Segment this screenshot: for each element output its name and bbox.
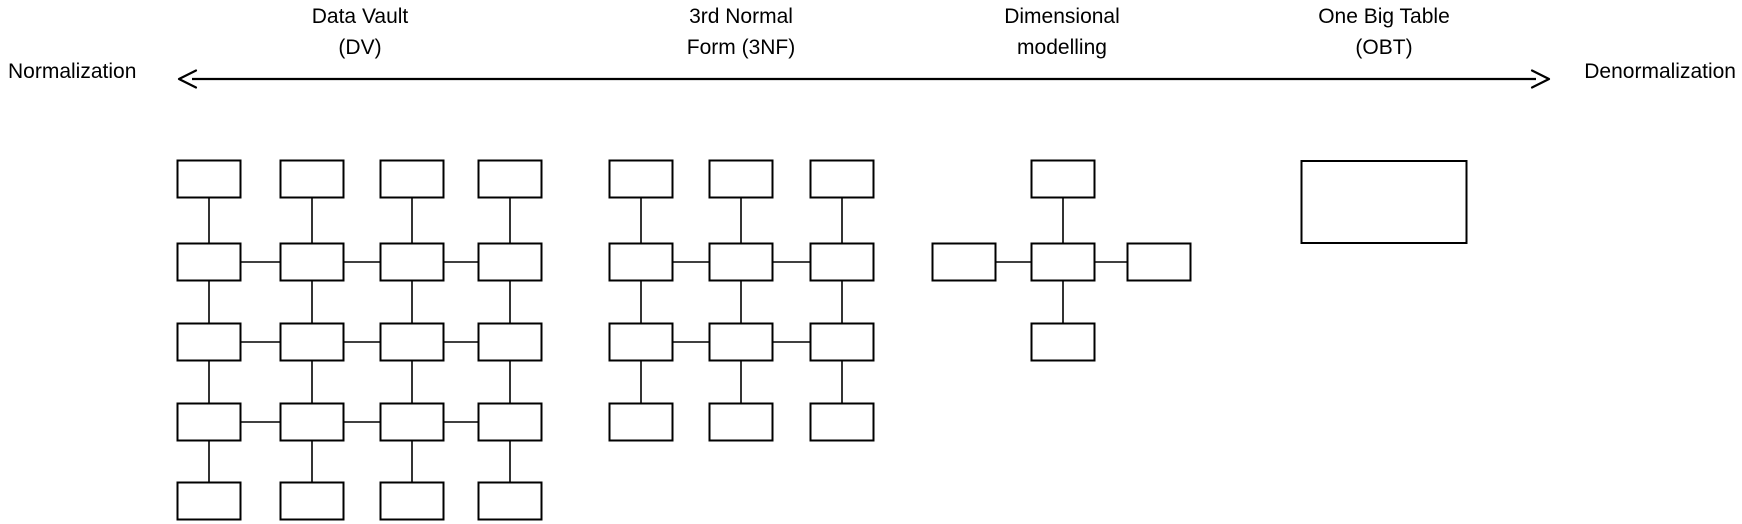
table-box	[379, 481, 445, 521]
table-box	[176, 402, 242, 442]
dimensional-modelling-schema	[931, 159, 1192, 362]
table-box	[477, 322, 543, 362]
label-dimensional-line1: Dimensional	[1004, 5, 1120, 28]
table-box	[279, 242, 345, 282]
table-box	[608, 159, 674, 199]
table-box	[279, 159, 345, 199]
table-box	[1126, 242, 1192, 282]
table-box	[708, 322, 774, 362]
schema-diagrams	[176, 159, 1468, 521]
table-box	[279, 322, 345, 362]
table-box	[477, 159, 543, 199]
table-box	[1300, 160, 1468, 244]
table-box	[477, 402, 543, 442]
table-box	[608, 402, 674, 442]
table-box	[279, 481, 345, 521]
axis-right-label: Denormalization	[1584, 60, 1736, 83]
table-box	[1030, 322, 1096, 362]
table-box	[477, 481, 543, 521]
axis-left-label: Normalization	[8, 60, 136, 83]
table-box	[379, 402, 445, 442]
table-box	[809, 402, 875, 442]
label-3nf-line1: 3rd Normal	[689, 5, 793, 28]
table-box	[176, 322, 242, 362]
label-data-vault-line1: Data Vault	[312, 5, 409, 28]
table-box	[379, 242, 445, 282]
table-box	[608, 322, 674, 362]
label-dimensional-line2: modelling	[1017, 36, 1107, 59]
one-big-table-schema	[1300, 160, 1468, 244]
label-obt-line2: (OBT)	[1355, 36, 1412, 59]
table-box	[708, 242, 774, 282]
table-box	[176, 481, 242, 521]
table-box	[809, 159, 875, 199]
third-normal-form-schema	[608, 159, 875, 442]
table-box	[1030, 242, 1096, 282]
table-box	[176, 242, 242, 282]
data-vault-schema	[176, 159, 543, 521]
table-box	[477, 242, 543, 282]
table-box	[708, 159, 774, 199]
table-box	[608, 242, 674, 282]
label-data-vault-line2: (DV)	[338, 36, 381, 59]
table-box	[279, 402, 345, 442]
table-box	[708, 402, 774, 442]
arrowhead-right-icon	[1530, 69, 1551, 89]
table-box	[379, 322, 445, 362]
label-3nf-line2: Form (3NF)	[687, 36, 796, 59]
table-box	[1030, 159, 1096, 199]
spectrum-axis: Normalization Denormalization	[8, 60, 1736, 89]
label-obt-line1: One Big Table	[1318, 5, 1450, 28]
table-box	[176, 159, 242, 199]
group-labels: Data Vault (DV) 3rd Normal Form (3NF) Di…	[312, 5, 1450, 59]
table-box	[809, 242, 875, 282]
table-box	[931, 242, 997, 282]
table-box	[379, 159, 445, 199]
table-box	[809, 322, 875, 362]
arrowhead-left-icon	[177, 69, 198, 89]
